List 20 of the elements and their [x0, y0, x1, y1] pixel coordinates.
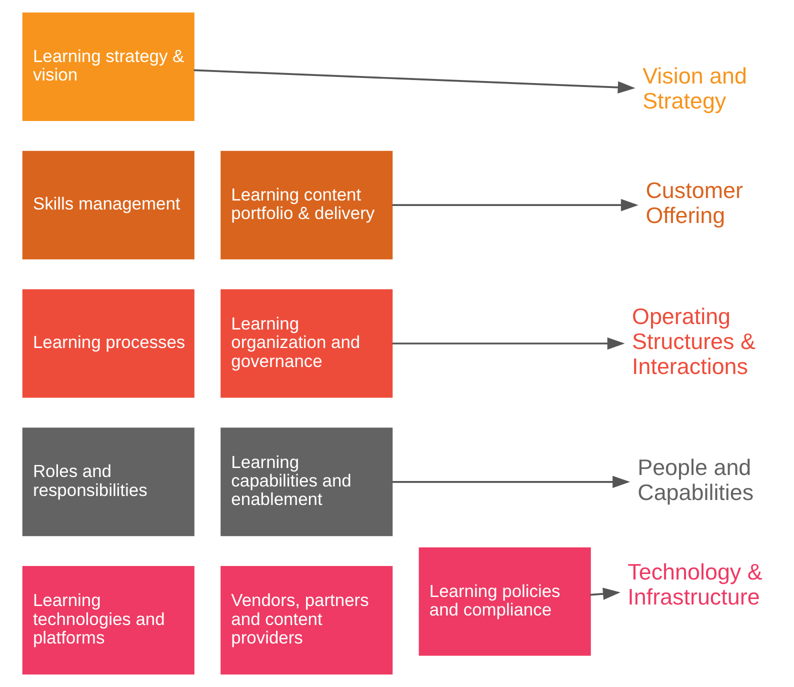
arrow — [392, 476, 630, 488]
node-box: Vendors, partners and content providers — [220, 566, 393, 674]
node-box: Learning capabilities and enablement — [220, 428, 393, 536]
node-box: Learning strategy & vision — [22, 12, 194, 121]
node-box: Learning policies and compliance — [418, 547, 591, 656]
node-text: Technology & Infrastructure — [628, 560, 762, 610]
arrow — [392, 337, 625, 350]
node-box: Learning content portfolio & delivery — [220, 150, 393, 260]
node-box: Learning organization and governance — [220, 289, 393, 398]
arrow — [392, 199, 638, 212]
node-text: Vision and Strategy — [642, 63, 747, 114]
node-text: Customer Offering — [646, 178, 743, 228]
node-box: Learning technologies and platforms — [22, 566, 194, 674]
arrow — [194, 69, 636, 94]
node-text: Operating Structures & Interactions — [632, 304, 756, 379]
node-box: Roles and responsibilities — [22, 428, 194, 536]
arrow — [590, 588, 620, 600]
node-box: Skills management — [22, 150, 194, 260]
node-box: Learning processes — [22, 289, 194, 398]
node-text: People and Capabilities — [638, 454, 754, 505]
